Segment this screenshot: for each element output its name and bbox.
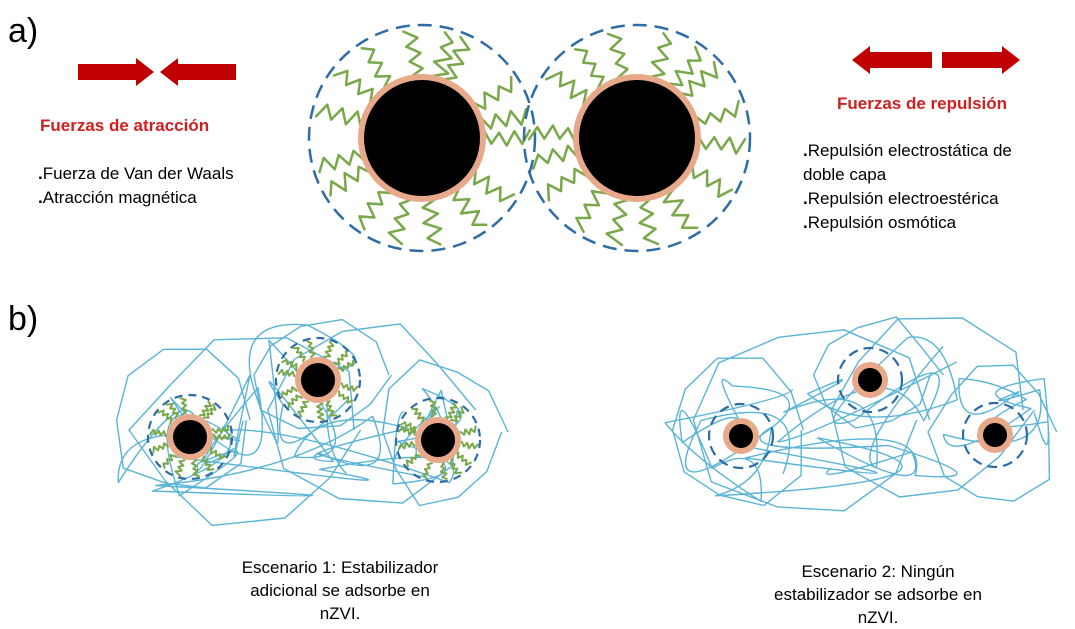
- stabilizer-chain: [481, 109, 527, 128]
- repulsion-item: .Repulsión electrostática de: [803, 139, 1012, 163]
- stabilizer-chain: [153, 443, 168, 453]
- stabilizer-chain: [335, 351, 347, 364]
- nzvi-particle-core: [421, 423, 455, 457]
- stabilizer-chain: [389, 199, 413, 244]
- stabilizer-chain: [214, 435, 230, 440]
- polymer-loop: [693, 330, 929, 511]
- stabilizer-chain: [176, 460, 185, 476]
- attraction-list: .Fuerza de Van der Waals .Atracción magn…: [38, 162, 234, 210]
- nzvi-particle-core: [983, 423, 1007, 447]
- stabilizer-chain: [692, 166, 732, 197]
- stabilizer-chain: [454, 187, 487, 225]
- stabilizer-chain: [282, 387, 297, 397]
- stabilizer-chain: [331, 167, 371, 196]
- stabilizer-chain: [316, 105, 361, 128]
- stabilizer-chain: [359, 192, 393, 229]
- stabilizer-chain: [576, 191, 610, 232]
- stabilizer-chain: [608, 34, 628, 80]
- stabilizer-chain: [413, 409, 424, 422]
- nzvi-particle-core: [301, 363, 335, 397]
- nzvi-particle-large-core: [579, 80, 695, 196]
- repulsion-item: doble capa: [803, 163, 1012, 187]
- stabilizer-chain: [640, 198, 658, 244]
- stabilizer-chain: [430, 33, 453, 77]
- red-arrow: [78, 58, 154, 86]
- nzvi-particle-large-core: [364, 80, 480, 196]
- stabilizer-chain: [298, 402, 308, 417]
- red-arrow: [160, 58, 236, 86]
- nzvi-particle-core: [858, 368, 882, 392]
- stabilizer-chain: [695, 101, 739, 124]
- attraction-item: .Atracción magnética: [38, 186, 234, 210]
- stabilizer-chain: [474, 168, 514, 201]
- nzvi-particle-core: [173, 420, 207, 454]
- stabilizer-chain: [462, 442, 478, 449]
- stabilizer-chain: [575, 49, 603, 90]
- polymer-network: [117, 317, 1057, 525]
- stabilizer-chain: [334, 71, 373, 104]
- stabilizer-chain: [680, 62, 717, 95]
- stabilizer-chain: [461, 426, 476, 434]
- attraction-item: .Fuerza de Van der Waals: [38, 162, 234, 186]
- repulsion-title: Fuerzas de repulsión: [837, 94, 1007, 114]
- stabilizer-chain: [649, 33, 671, 77]
- force-arrows: [78, 46, 1020, 86]
- stabilizer-chain: [546, 72, 586, 108]
- attraction-title: Fuerzas de atracción: [40, 116, 209, 136]
- stabilizer-chain: [473, 77, 511, 109]
- stabilizer-chain: [699, 137, 745, 153]
- scenario1-caption: Escenario 1: Estabilizador adicional se …: [190, 556, 490, 625]
- stabilizer-chain: [324, 342, 333, 357]
- red-arrow: [942, 46, 1020, 74]
- stabilizer-chain: [423, 198, 441, 244]
- nzvi-particle-core: [729, 424, 753, 448]
- stabilizer-chain: [533, 146, 578, 169]
- stabilizer-chain: [666, 47, 700, 85]
- stabilizer-chain: [607, 200, 630, 246]
- stabilizer-chain: [362, 48, 390, 90]
- stabilizer-chain: [458, 453, 471, 465]
- repulsion-item: .Repulsión electroestérica: [803, 187, 1012, 211]
- scenario2-caption: Escenario 2: Ningún estabilizador se ads…: [713, 560, 1043, 629]
- stabilizer-chain: [548, 169, 589, 201]
- repulsion-item: .Repulsión osmótica: [803, 211, 1012, 235]
- stabilizer-chain: [404, 32, 423, 77]
- red-arrow: [852, 46, 932, 74]
- repulsion-list: .Repulsión electrostática de doble capa …: [803, 139, 1012, 235]
